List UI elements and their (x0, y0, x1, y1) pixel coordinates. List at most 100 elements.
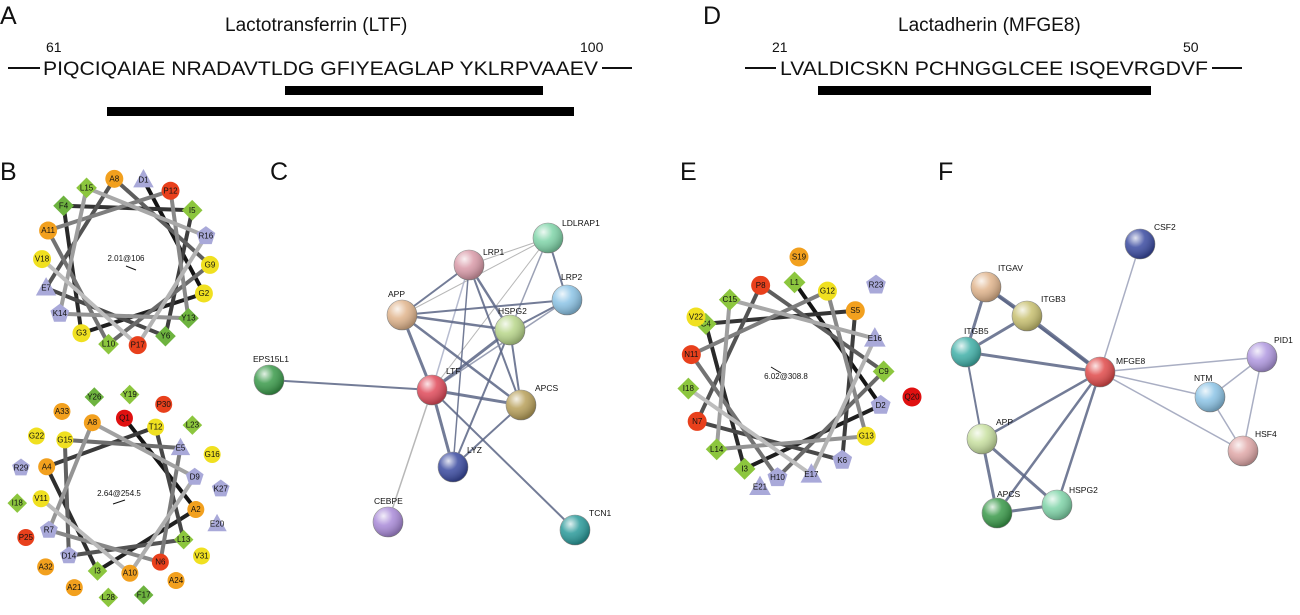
residue-r7 (40, 520, 58, 538)
residue-y6 (155, 325, 176, 347)
residue-label: G22 (29, 432, 45, 441)
hydrophobic-moment-arrow (112, 499, 126, 505)
wheel-connector (840, 310, 858, 461)
edge-mfge8-ntm (1099, 371, 1211, 398)
node-label-ltf: LTF (446, 366, 460, 376)
edge-app-hspg2 (401, 313, 511, 332)
residue-label: R7 (44, 526, 55, 535)
residue-e20 (207, 513, 227, 532)
edge-hspg2-ltf (431, 328, 511, 392)
edge-mfge8-apcs (995, 371, 1102, 514)
residue-label: E7 (41, 283, 51, 292)
residue-r23 (866, 274, 886, 294)
residue-label: G12 (820, 287, 836, 296)
residue-label: H10 (770, 473, 785, 482)
residue-e21 (749, 475, 771, 495)
node-label-lrp2: LRP2 (561, 272, 583, 282)
node-highlight (254, 365, 284, 395)
wheel-connector (80, 291, 205, 336)
hydrophobic-moment-label: 2.64@254.5 (97, 489, 141, 498)
residue-d9 (185, 467, 204, 485)
wheel-connector (59, 311, 189, 321)
residue-label: A8 (109, 174, 119, 183)
node-highlight (533, 223, 563, 253)
wheel-connector (729, 297, 876, 341)
residue-label: A10 (123, 569, 138, 578)
residue-l14 (705, 438, 728, 461)
wheel-connector (792, 281, 883, 407)
residue-label: L10 (102, 340, 116, 349)
residue-label: Q20 (904, 393, 920, 402)
wheel-connector (695, 284, 763, 423)
residue-label: D2 (876, 401, 887, 410)
residue-label: N6 (155, 558, 166, 567)
residue-c9 (872, 360, 895, 383)
node-label-itgav: ITGAV (998, 263, 1023, 273)
residue-label: G16 (205, 450, 221, 459)
residue-label: T12 (149, 423, 163, 432)
node-label-mfge8: MFGE8 (1116, 356, 1146, 366)
residue-p25 (17, 528, 35, 546)
residue-l23 (182, 415, 203, 435)
residue-label: Y13 (181, 314, 196, 323)
residue-label: N7 (692, 417, 703, 426)
residue-y26 (84, 387, 105, 407)
residue-label: G13 (859, 432, 875, 441)
node-label-hspg2: HSPG2 (1069, 485, 1098, 495)
residue-r16 (196, 226, 216, 245)
residue-label: P8 (756, 281, 766, 290)
residue-label: V22 (689, 313, 704, 322)
ltf-end-number: 100 (580, 39, 604, 55)
residue-label: F4 (59, 201, 69, 210)
hydrophobic-moment-arrow (770, 366, 782, 374)
residue-k6 (832, 449, 853, 469)
node-highlight (373, 507, 403, 537)
residue-a21 (65, 579, 83, 597)
residue-label: V18 (35, 255, 50, 264)
residue-label: I3 (94, 566, 101, 575)
wheel-connector (809, 337, 877, 476)
residue-q1 (115, 409, 133, 427)
wheel-connector (112, 177, 212, 267)
edge-eps15l1-ltf (268, 379, 433, 391)
panel-label-a: A (0, 2, 17, 30)
residue-a10 (121, 564, 139, 582)
residue-y19 (119, 384, 140, 405)
residue-d2 (870, 394, 891, 414)
edge-lrp2-ltf (431, 299, 568, 391)
panel-label-e: E (680, 158, 697, 186)
residue-v18 (33, 250, 52, 269)
residue-d14 (60, 546, 78, 564)
node-highlight (438, 452, 468, 482)
mfge8-start-number: 21 (772, 39, 788, 55)
wheel-connector (141, 178, 206, 295)
residue-label: P12 (163, 186, 178, 195)
residue-label: I18 (683, 384, 695, 393)
residue-label: R16 (199, 232, 214, 241)
edge-lrp1-ltf (431, 264, 470, 391)
residue-label: A4 (42, 462, 52, 471)
edge-mfge8-app (981, 370, 1101, 441)
node-highlight (1085, 357, 1115, 387)
node-label-ntm: NTM (1194, 373, 1212, 383)
residue-c15 (718, 288, 741, 311)
edge-app-apcs (401, 314, 522, 406)
residue-label: S5 (850, 306, 860, 315)
ltf-peptide-bar-short (285, 86, 543, 95)
residue-label: C15 (722, 295, 737, 304)
residue-label: G2 (199, 289, 210, 298)
residue-label: P25 (19, 533, 34, 542)
residue-label: K27 (214, 484, 229, 493)
interaction-network-f: CSF2ITGAVITGB3ITGB5MFGE8PID1NTMHSF4APPAP… (950, 222, 1293, 529)
residue-label: L13 (177, 535, 191, 544)
edge-ldlrap1-ltf (431, 237, 549, 391)
node-highlight (967, 424, 997, 454)
node-label-lyz: LYZ (467, 445, 482, 455)
node-highlight (982, 498, 1012, 528)
edge-lrp2-app (401, 299, 568, 316)
residue-e16 (863, 327, 886, 347)
residue-label: F17 (137, 590, 151, 599)
node-highlight (506, 390, 536, 420)
wheel-connector (85, 185, 207, 238)
